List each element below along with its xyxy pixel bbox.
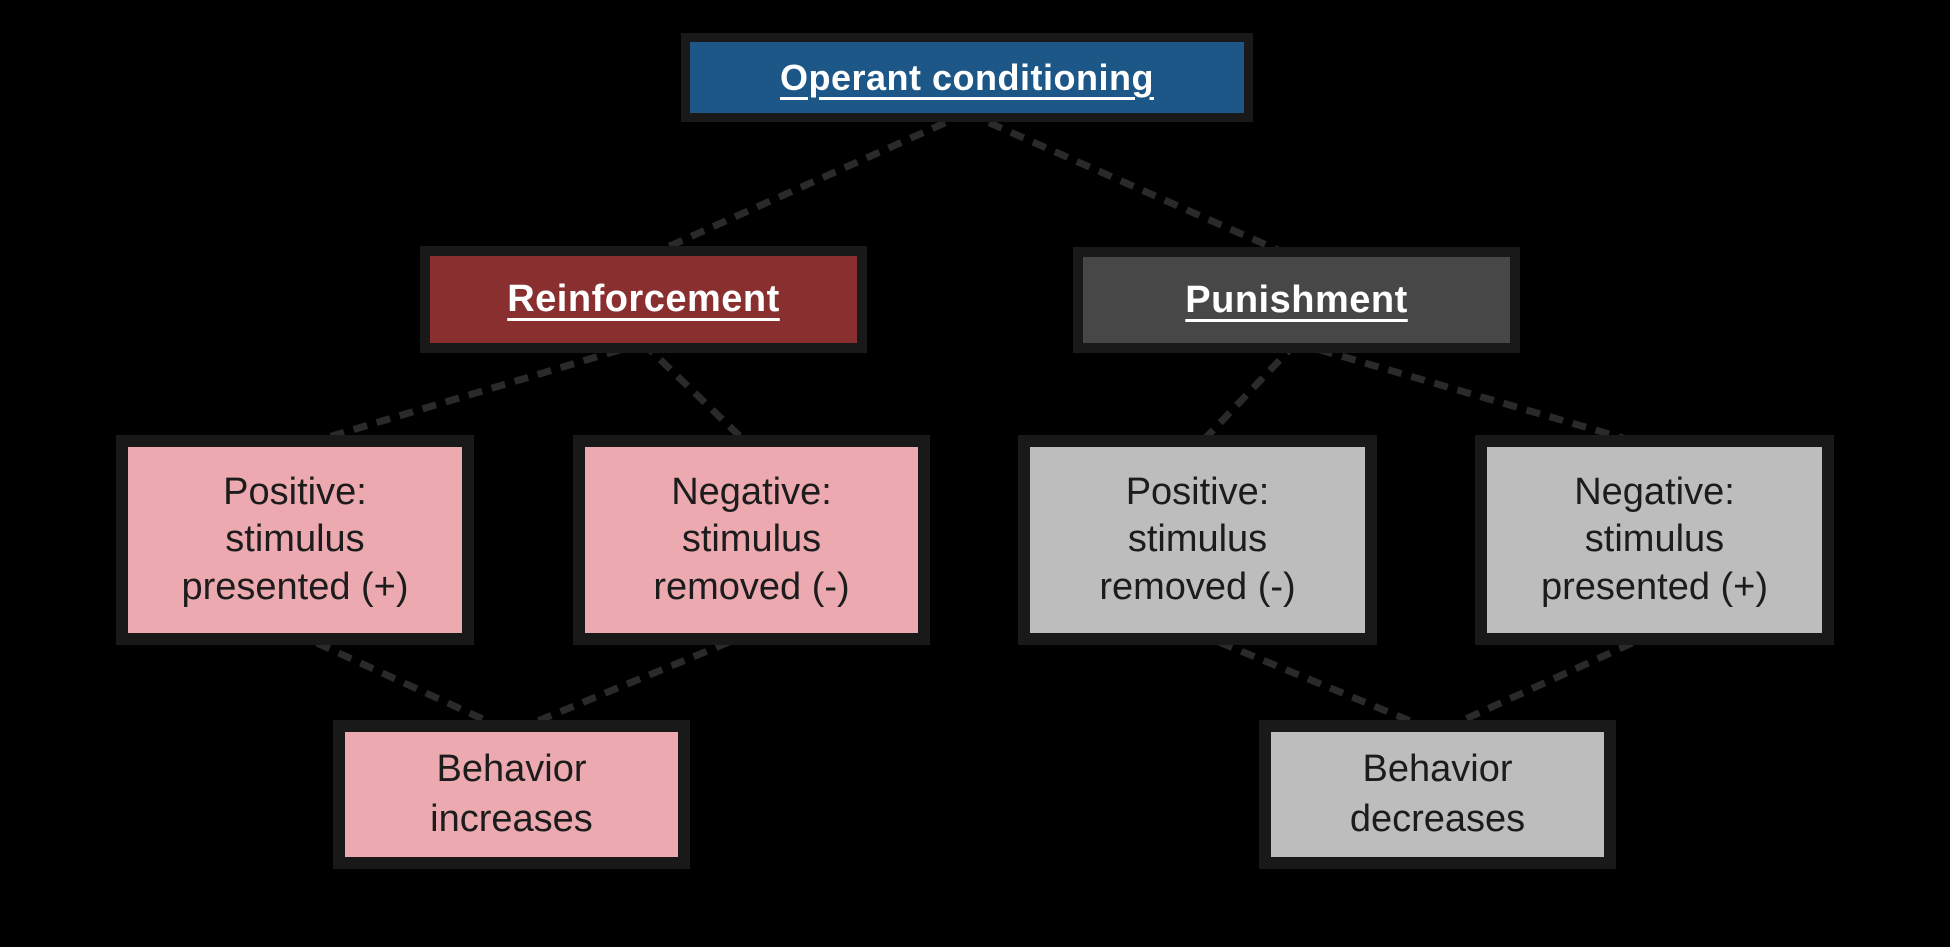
node-reinforcement-label: Reinforcement [507, 278, 780, 320]
node-negative-punishment: Negative: stimulus presented (+) [1475, 435, 1834, 645]
edge-punishment-to-negative_punishment [1295, 339, 1655, 451]
edge-operant-to-punishment [965, 109, 1298, 262]
node-behavior-increases-label: Behavior increases [430, 748, 593, 840]
edge-reinforcement-to-negative_reinforcement [640, 340, 754, 450]
edge-negative_reinforcement-to-behavior_increases [509, 629, 753, 736]
node-positive-punishment: Positive: stimulus removed (-) [1018, 435, 1377, 645]
edge-punishment-to-positive_punishment [1194, 340, 1299, 450]
edge-negative_punishment-to-behavior_decreases [1435, 629, 1656, 736]
edge-positive_reinforcement-to-behavior_increases [293, 629, 513, 736]
node-positive-punishment-label: Positive: stimulus removed (-) [1099, 470, 1296, 608]
node-operant-conditioning: Operant conditioning [681, 33, 1253, 122]
node-punishment-label: Punishment [1185, 278, 1408, 321]
node-positive-reinforcement: Positive: stimulus presented (+) [116, 435, 474, 645]
node-behavior-increases: Behavior increases [333, 720, 690, 869]
edge-positive_punishment-to-behavior_decreases [1195, 629, 1439, 736]
node-positive-reinforcement-label: Positive: stimulus presented (+) [181, 470, 409, 608]
node-behavior-decreases-label: Behavior decreases [1349, 748, 1526, 840]
node-behavior-decreases: Behavior decreases [1259, 720, 1616, 869]
node-negative-reinforcement: Negative: stimulus removed (-) [573, 435, 930, 645]
edge-reinforcement-to-positive_reinforcement [293, 339, 645, 451]
node-operant-conditioning-label: Operant conditioning [780, 56, 1154, 98]
node-negative-punishment-label: Negative: stimulus presented (+) [1540, 470, 1769, 608]
node-punishment: Punishment [1073, 247, 1520, 353]
edge-operant-to-reinforcement [641, 109, 969, 262]
node-negative-reinforcement-label: Negative: stimulus removed (-) [653, 470, 850, 608]
node-reinforcement: Reinforcement [420, 246, 867, 353]
